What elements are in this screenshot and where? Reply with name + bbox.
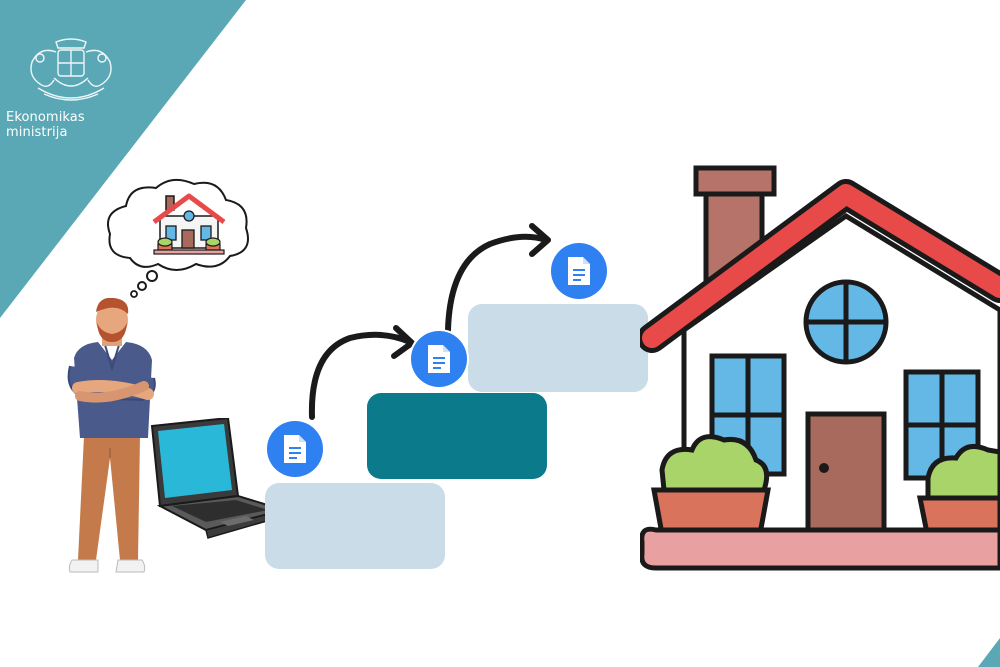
coat-of-arms-icon (30, 38, 112, 101)
document-icon (284, 435, 306, 463)
step-1-document-button[interactable] (267, 421, 323, 477)
step-1-box (265, 483, 445, 569)
small-house-icon (152, 193, 226, 255)
document-icon (428, 345, 450, 373)
arrow-step1-to-step2 (308, 331, 413, 420)
laptop-icon (150, 418, 286, 539)
ministry-name: Ekonomikas ministrija (6, 110, 85, 140)
house-illustration (640, 165, 1000, 571)
step-3-box (468, 304, 648, 392)
step-2-document-button[interactable] (411, 331, 467, 387)
document-icon (568, 257, 590, 285)
step-3-document-button[interactable] (551, 243, 607, 299)
step-2-box (367, 393, 547, 479)
man-figure (67, 298, 156, 573)
thought-bubble (107, 178, 249, 298)
arrow-step2-to-step3 (445, 233, 549, 333)
progress-arrows (308, 223, 551, 420)
